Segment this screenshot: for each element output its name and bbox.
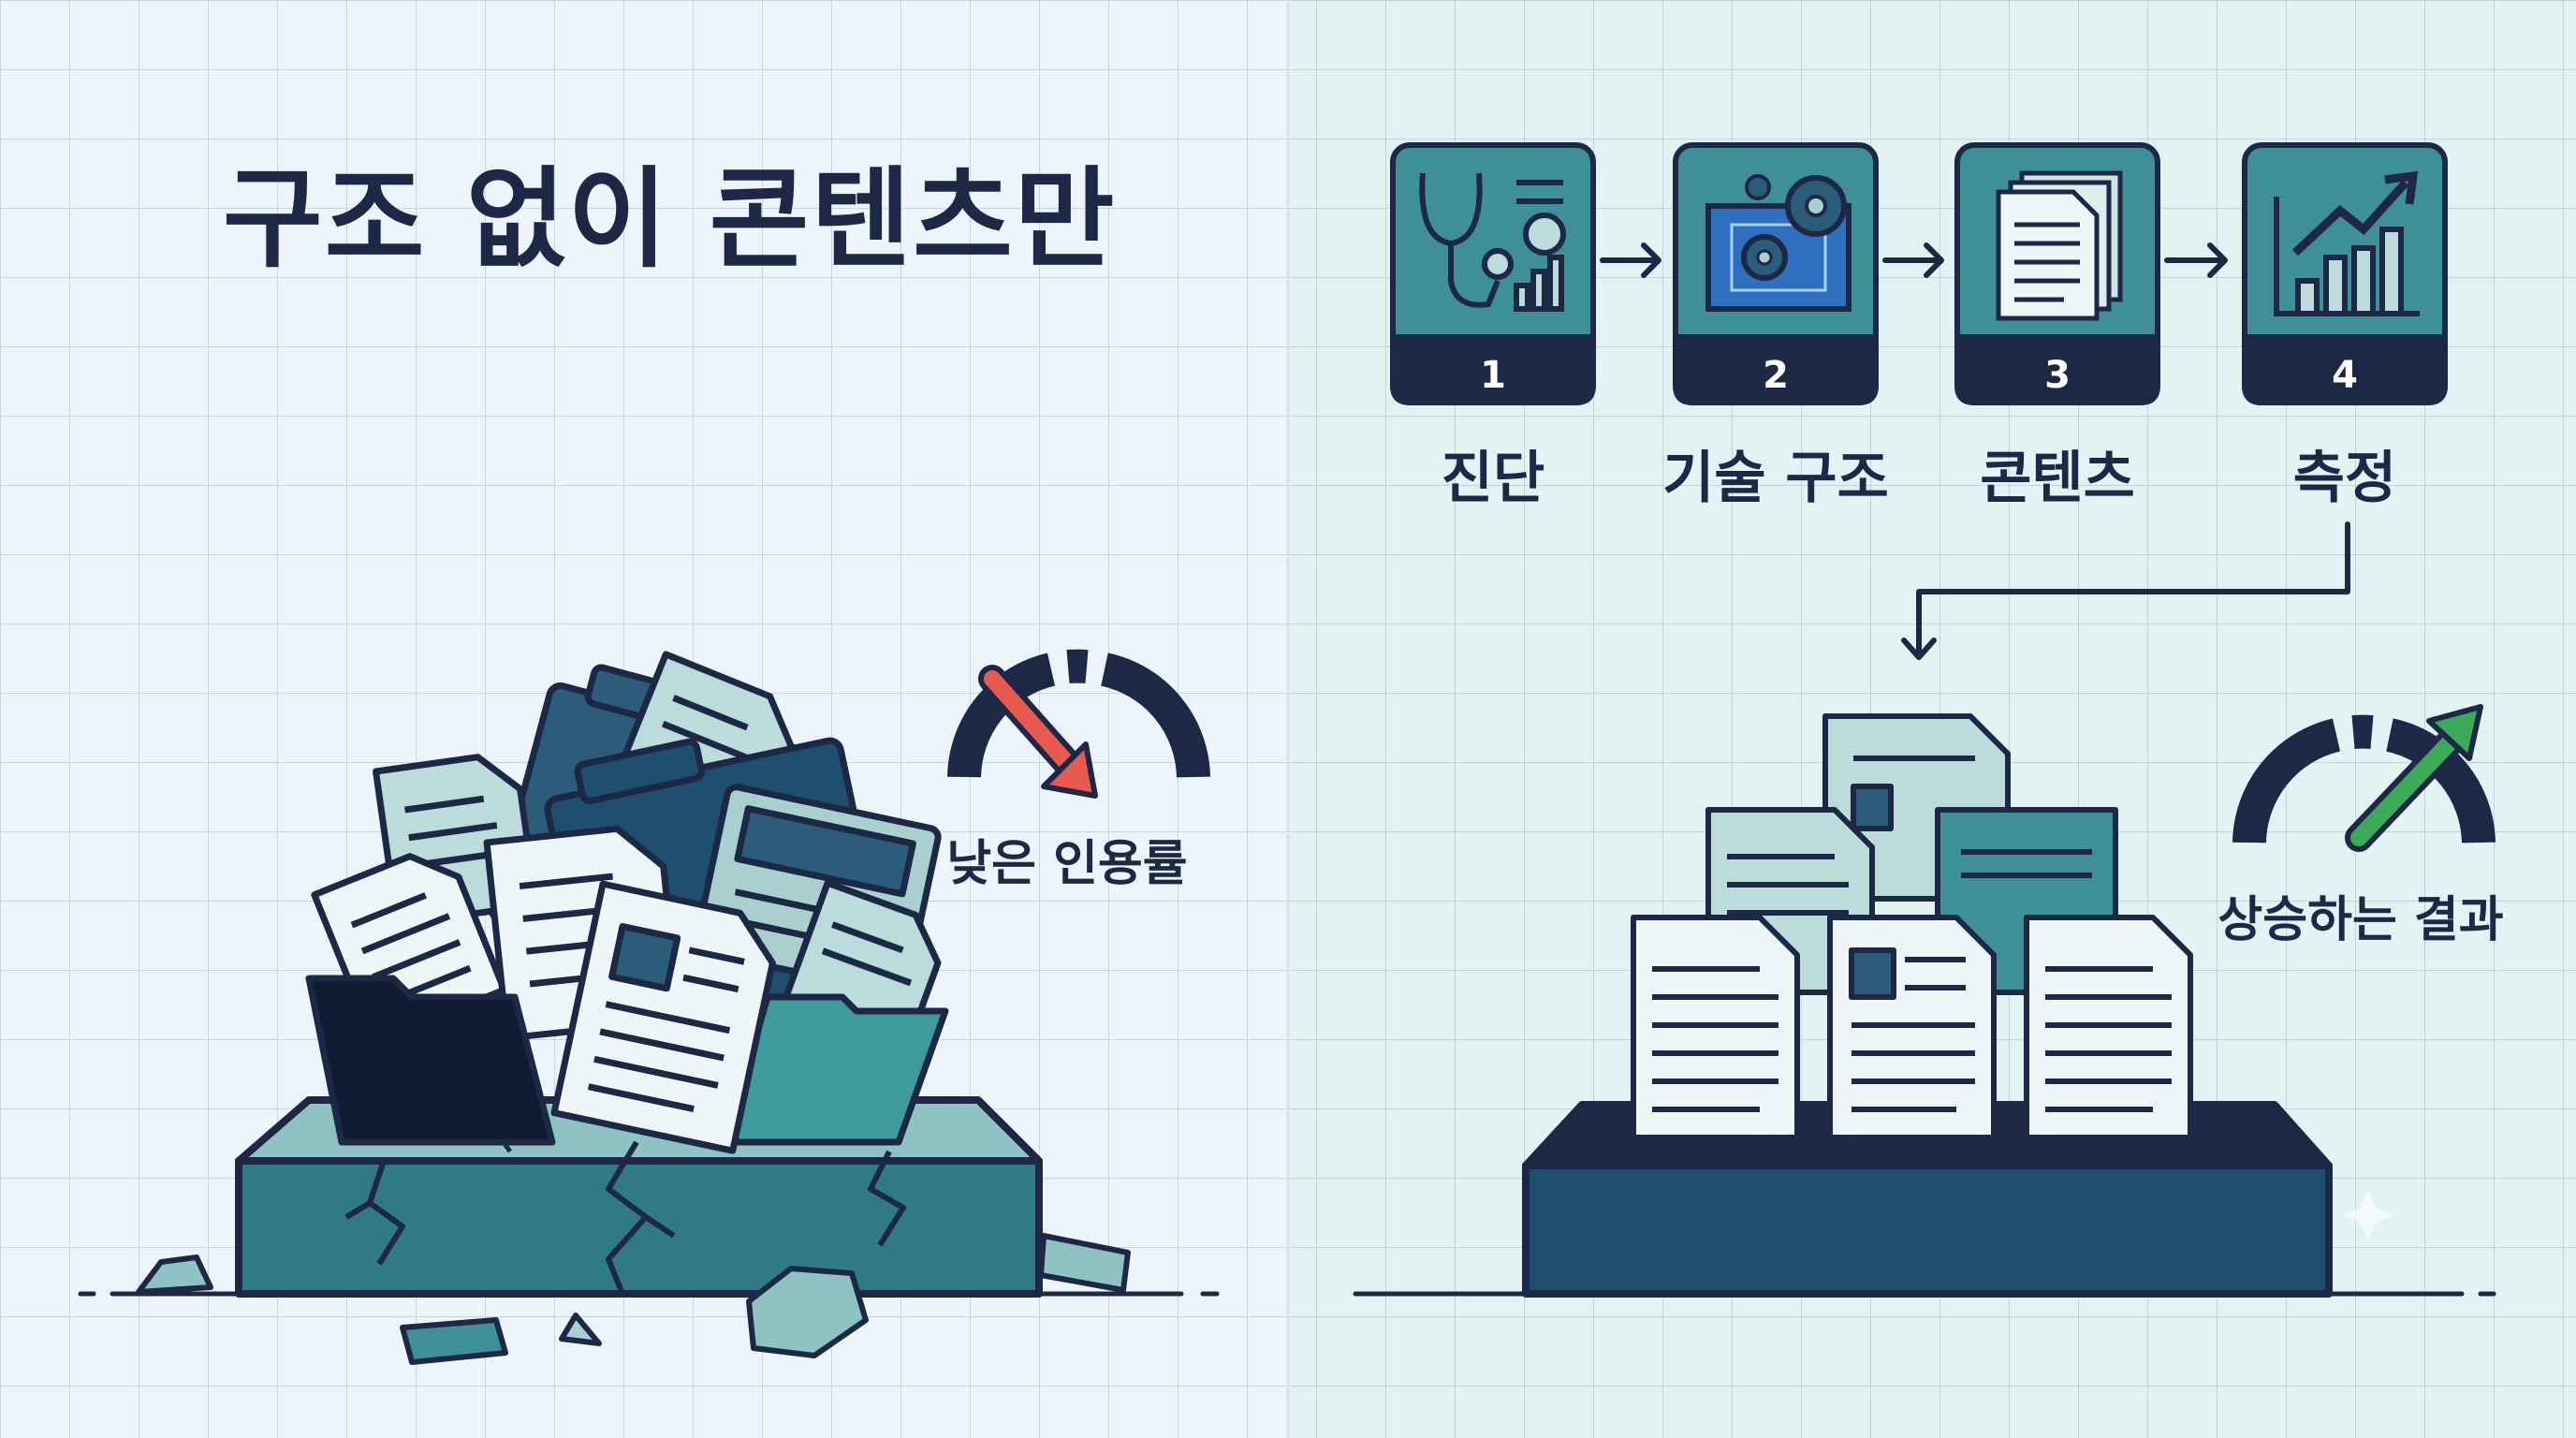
debris-pieces (136, 1233, 1131, 1365)
messy-document-pile (305, 651, 949, 1154)
step-label-2: 기술 구조 (1662, 446, 1889, 511)
step-label-1: 진단 (1441, 446, 1545, 511)
low-citation-gauge-icon (947, 649, 1210, 799)
rising-bar-chart-icon (2274, 170, 2420, 316)
step-card-2 (1673, 142, 1879, 405)
process-steps (1390, 142, 2448, 405)
step-number-3: 3 (2044, 354, 2071, 397)
step-label-4: 측정 (2292, 446, 2397, 511)
organized-documents (1631, 713, 2193, 1140)
documents-stack-icon (1996, 170, 2123, 321)
step-card-3 (1954, 142, 2160, 405)
step-card-4 (2242, 142, 2448, 405)
step-card-1 (1390, 142, 1596, 405)
step-number-1: 1 (1480, 354, 1506, 397)
step-label-3: 콘텐츠 (1980, 446, 2135, 511)
rising-results-gauge-icon (2232, 704, 2496, 852)
step-number-2: 2 (1763, 354, 1789, 397)
sparkle-icon (2342, 1189, 2394, 1241)
stethoscope-chart-icon (1419, 172, 1566, 312)
page-title: 구조 없이 콘텐츠만 (223, 156, 1117, 283)
process-arrows (1600, 242, 2350, 660)
low-citation-label: 낮은 인용률 (946, 836, 1188, 892)
blueprint-gears-icon (1705, 174, 1852, 312)
rising-results-label: 상승하는 결과 (2217, 892, 2504, 948)
step-number-4: 4 (2332, 354, 2358, 397)
